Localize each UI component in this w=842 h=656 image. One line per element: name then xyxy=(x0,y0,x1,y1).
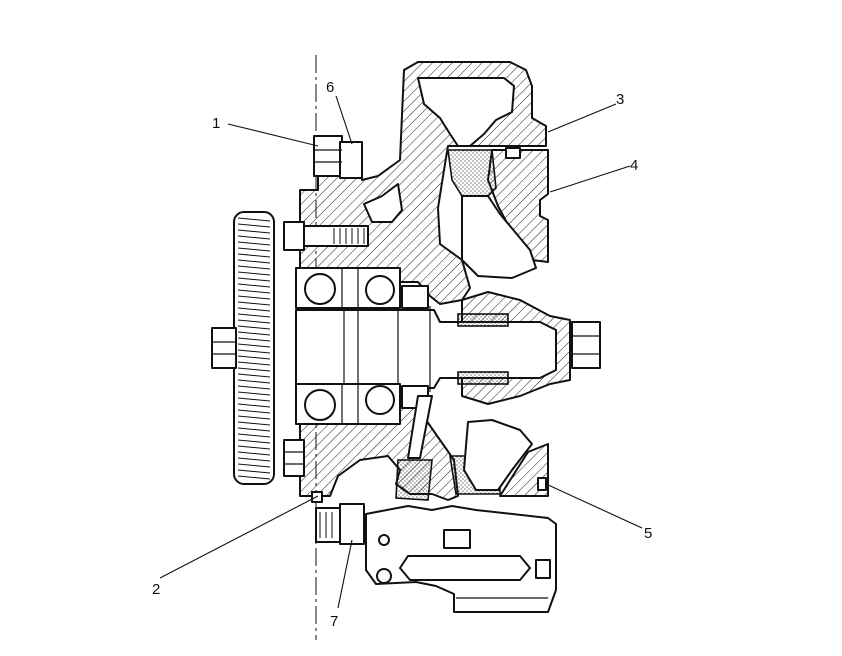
housing-cavity xyxy=(363,183,403,223)
gear-tooth xyxy=(237,355,271,360)
gear-tooth xyxy=(237,367,271,372)
gear-tooth xyxy=(237,385,271,390)
gear-tooth xyxy=(237,415,271,420)
gear-tooth xyxy=(237,241,271,246)
cap-screw-lower xyxy=(283,439,305,477)
gear-tooth xyxy=(237,307,271,312)
gear-tooth xyxy=(237,319,271,324)
gear-tooth xyxy=(237,379,271,384)
gear-tooth xyxy=(237,427,271,432)
gear-tooth xyxy=(237,265,271,270)
bearing-upper xyxy=(295,267,401,309)
gear-tooth xyxy=(237,283,271,288)
gear-tooth xyxy=(237,247,271,252)
gear-tooth xyxy=(237,343,271,348)
bearing-lower xyxy=(295,383,401,425)
gear-tooth xyxy=(237,463,271,468)
gear-tooth xyxy=(237,253,271,258)
o-ring-3 xyxy=(505,147,521,159)
gear-tooth xyxy=(237,229,271,234)
water-passage xyxy=(417,77,515,147)
gear-tooth xyxy=(237,301,271,306)
gear-tooth xyxy=(237,331,271,336)
gear-tooth xyxy=(237,457,271,462)
gear-tooth xyxy=(237,439,271,444)
gear-tooth xyxy=(237,277,271,282)
inlet-elbow xyxy=(365,505,557,613)
gear-tooth xyxy=(237,403,271,408)
gear-tooth xyxy=(237,223,271,228)
gear-tooth xyxy=(237,349,271,354)
gear-tooth xyxy=(237,421,271,426)
gear-tooth xyxy=(237,397,271,402)
callout-4: 4 xyxy=(630,157,638,174)
leader-lines xyxy=(159,95,643,609)
callout-1: 1 xyxy=(212,115,220,132)
gear-tooth xyxy=(237,271,271,276)
callout-2: 2 xyxy=(152,581,160,598)
pump-cover xyxy=(487,149,549,263)
gear-tooth xyxy=(237,313,271,318)
gear-tooth xyxy=(237,361,271,366)
cap-screw-upper xyxy=(283,221,369,251)
gear-tooth xyxy=(237,475,271,480)
gear-tooth xyxy=(237,295,271,300)
impeller-vane-lower xyxy=(463,419,533,491)
gear-tooth xyxy=(237,259,271,264)
shaft-seal xyxy=(401,285,509,409)
callout-6: 6 xyxy=(326,79,334,96)
gear-tooth xyxy=(237,217,271,222)
callout-5: 5 xyxy=(644,525,652,542)
shaft-nut xyxy=(571,321,601,369)
gear-tooth xyxy=(237,469,271,474)
impeller-shroud-upper xyxy=(447,149,497,197)
drain-tube xyxy=(395,395,433,501)
gear-tooth xyxy=(237,337,271,342)
drive-gear xyxy=(211,211,275,485)
gear-tooth xyxy=(237,409,271,414)
pump-cover-lower xyxy=(499,443,549,497)
gear-tooth xyxy=(237,373,271,378)
gear-tooth xyxy=(237,451,271,456)
bolt-top xyxy=(313,135,363,179)
gear-tooth xyxy=(237,391,271,396)
callout-3: 3 xyxy=(616,91,624,108)
bolt-bottom xyxy=(315,503,365,545)
gear-tooth xyxy=(237,289,271,294)
o-ring-5 xyxy=(537,477,547,491)
impeller-vane-upper xyxy=(461,195,537,279)
gear-tooth xyxy=(237,235,271,240)
gear-tooth xyxy=(237,325,271,330)
gear-tooth xyxy=(237,445,271,450)
callout-7: 7 xyxy=(330,613,338,630)
pump-shaft xyxy=(295,309,557,389)
gear-tooth xyxy=(237,433,271,438)
